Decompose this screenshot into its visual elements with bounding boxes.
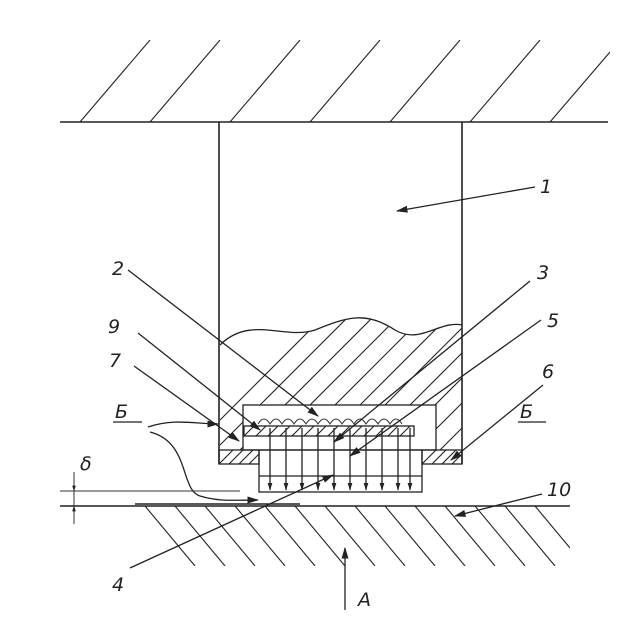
label-part-7: 7 (109, 350, 121, 372)
flow-arrows (267, 428, 413, 491)
ceiling-support (60, 40, 610, 123)
label-part-4: 4 (112, 574, 124, 596)
section-label-left: Б (115, 401, 128, 423)
label-part-1: 1 (540, 176, 552, 198)
perforated-plate-part-3 (243, 425, 415, 437)
gap-label: δ (80, 453, 92, 475)
label-part-9: 9 (108, 316, 120, 338)
label-part-3: 3 (537, 262, 549, 284)
leader-lines (127, 186, 544, 610)
section-label-right: Б (520, 401, 533, 423)
flange-part-6 (218, 449, 463, 465)
label-part-2: 2 (112, 258, 124, 280)
label-view-a: A (356, 589, 371, 611)
label-part-10: 10 (547, 479, 571, 501)
section-line-b (113, 420, 546, 504)
label-part-6: 6 (542, 361, 554, 383)
label-part-5: 5 (547, 310, 559, 332)
chamber-part-2 (242, 404, 437, 451)
base-part-10 (60, 490, 570, 566)
